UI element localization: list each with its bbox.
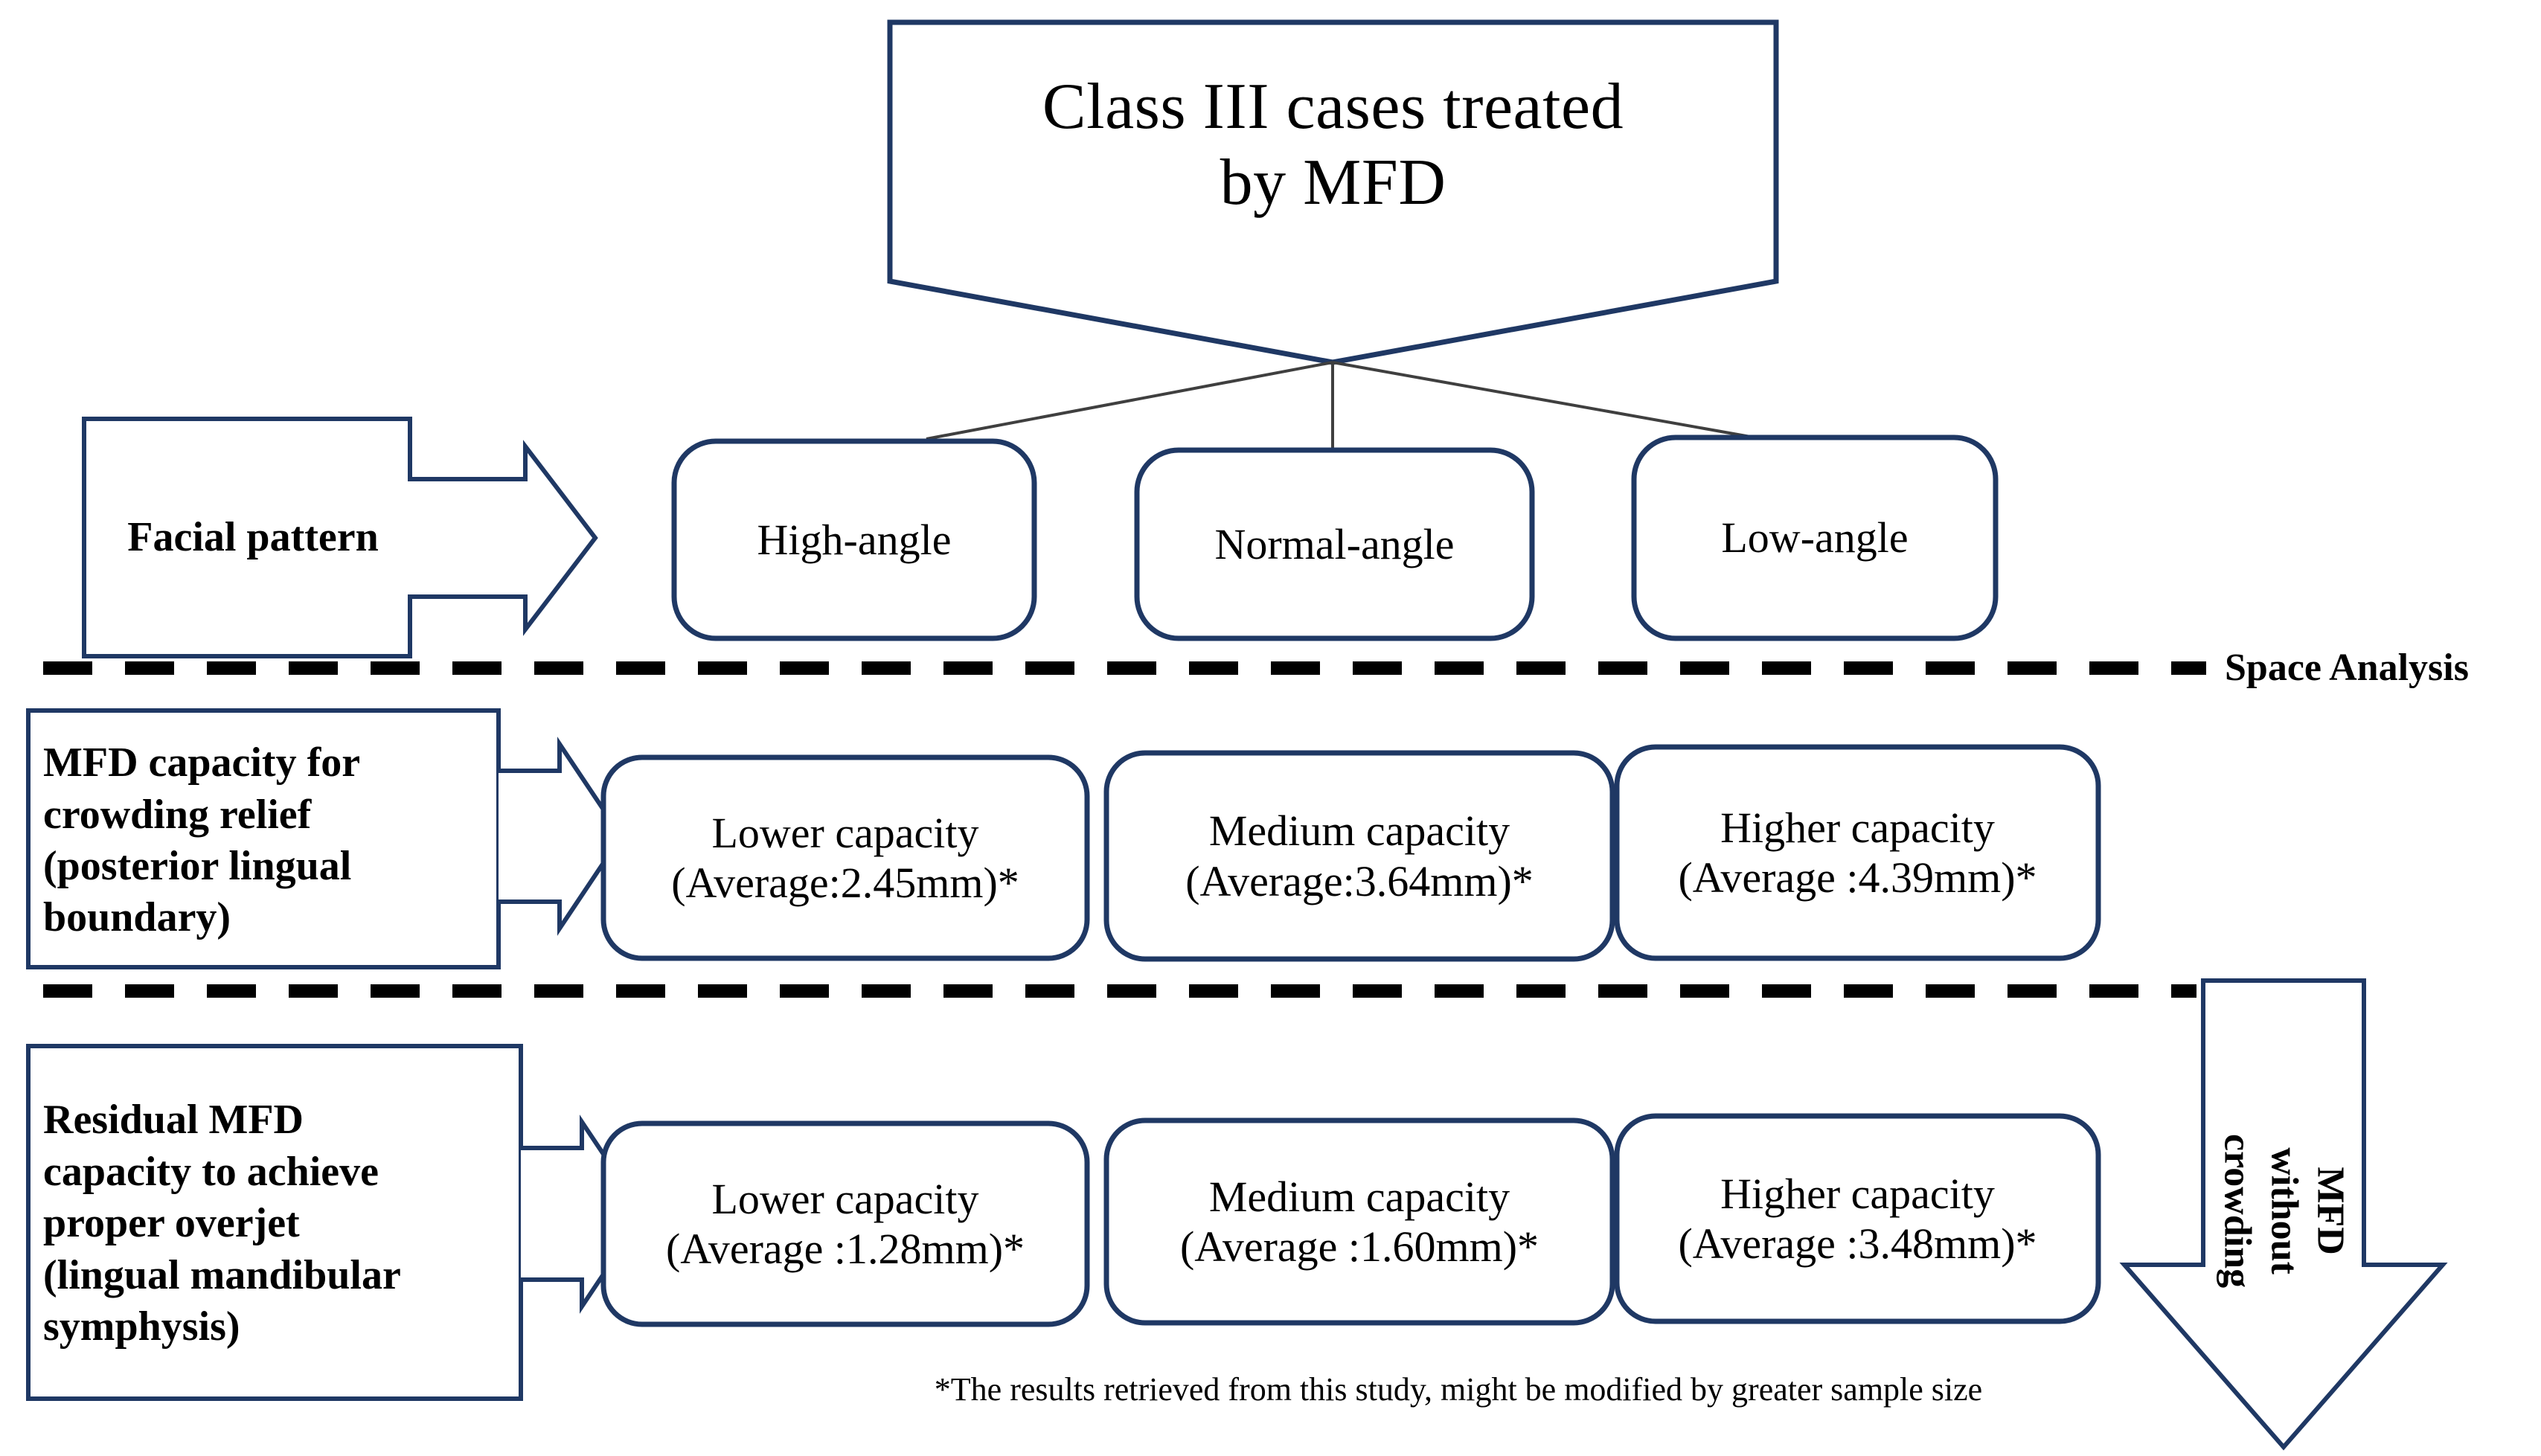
node-label-high-angle[interactable]: High-angle <box>757 515 952 564</box>
divider-label-space-analysis: Space Analysis <box>2225 646 2469 689</box>
node-label-overjet-medium[interactable]: Medium capacity (Average :1.60mm)* <box>1179 1172 1539 1271</box>
diagram-title: Class III cases treated by MFD <box>1042 70 1624 219</box>
node-label-crowding-higher[interactable]: Higher capacity (Average :4.39mm)* <box>1678 803 2037 902</box>
connector-line-high-angle <box>926 361 1333 440</box>
node-label-crowding-lower[interactable]: Lower capacity (Average:2.45mm)* <box>671 808 1019 907</box>
crowding-relief-label: MFD capacity for crowding relief (poster… <box>43 740 361 941</box>
residual-overjet-label: Residual MFD capacity to achieve proper … <box>43 1097 401 1350</box>
node-label-low-angle[interactable]: Low-angle <box>1721 513 1909 562</box>
node-label-overjet-higher[interactable]: Higher capacity (Average :3.48mm)* <box>1678 1169 2037 1268</box>
node-label-overjet-lower[interactable]: Lower capacity (Average :1.28mm)* <box>665 1174 1025 1273</box>
footnote-text: *The results retrieved from this study, … <box>934 1371 1983 1408</box>
connector-line-low-angle <box>1332 361 1755 439</box>
facial-pattern-label: Facial pattern <box>127 513 379 560</box>
mfd-without-crowding-label-wrap: MFD without crowding <box>2203 981 2364 1442</box>
mfd-without-crowding-label: MFD without crowding <box>2216 1134 2352 1289</box>
node-label-normal-angle[interactable]: Normal-angle <box>1214 519 1455 568</box>
node-label-crowding-medium[interactable]: Medium capacity (Average:3.64mm)* <box>1185 806 1534 905</box>
